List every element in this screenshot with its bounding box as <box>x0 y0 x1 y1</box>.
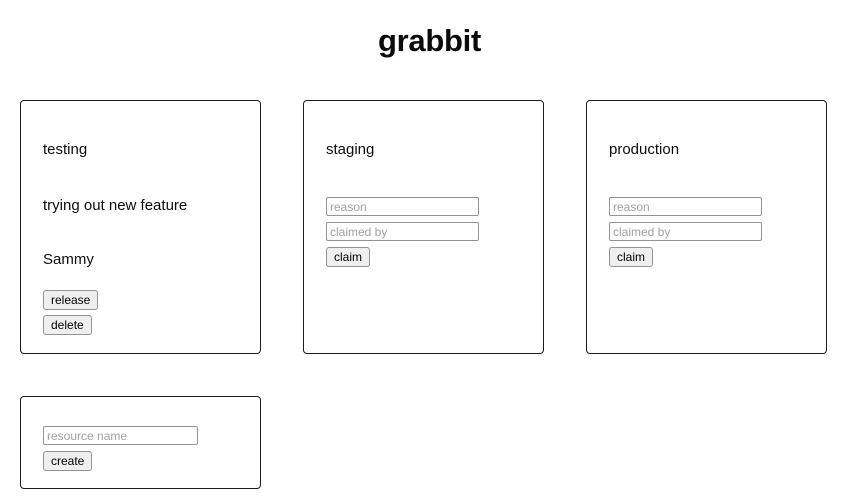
resource-card-body: staging claim <box>326 123 521 267</box>
resource-card-list: testing trying out new feature Sammy rel… <box>20 100 827 354</box>
claim-reason-label: trying out new feature <box>43 197 188 214</box>
create-resource-body: create <box>43 419 238 471</box>
resource-name-input[interactable] <box>43 426 198 445</box>
reason-input[interactable] <box>609 197 762 216</box>
page-title: grabbit <box>378 23 481 58</box>
resource-card-testing: testing trying out new feature Sammy rel… <box>20 100 261 354</box>
claimed-by-input[interactable] <box>609 222 762 241</box>
delete-button[interactable]: delete <box>43 315 92 335</box>
claim-button[interactable]: claim <box>609 247 654 267</box>
resource-card-body: testing trying out new feature Sammy rel… <box>43 123 238 335</box>
claimed-by-input[interactable] <box>326 222 479 241</box>
resource-card-body: production claim <box>609 123 804 267</box>
claim-button[interactable]: claim <box>326 247 371 267</box>
resource-card-staging: staging claim <box>303 100 544 354</box>
create-button[interactable]: create <box>43 451 93 471</box>
resource-name-label: testing <box>43 141 88 158</box>
reason-input[interactable] <box>326 197 479 216</box>
resource-name-label: production <box>609 141 680 158</box>
resource-name-label: staging <box>326 141 375 158</box>
resource-card-production: production claim <box>586 100 827 354</box>
claim-owner-label: Sammy <box>43 251 94 268</box>
create-resource-card: create <box>20 396 261 489</box>
release-button[interactable]: release <box>43 290 99 310</box>
